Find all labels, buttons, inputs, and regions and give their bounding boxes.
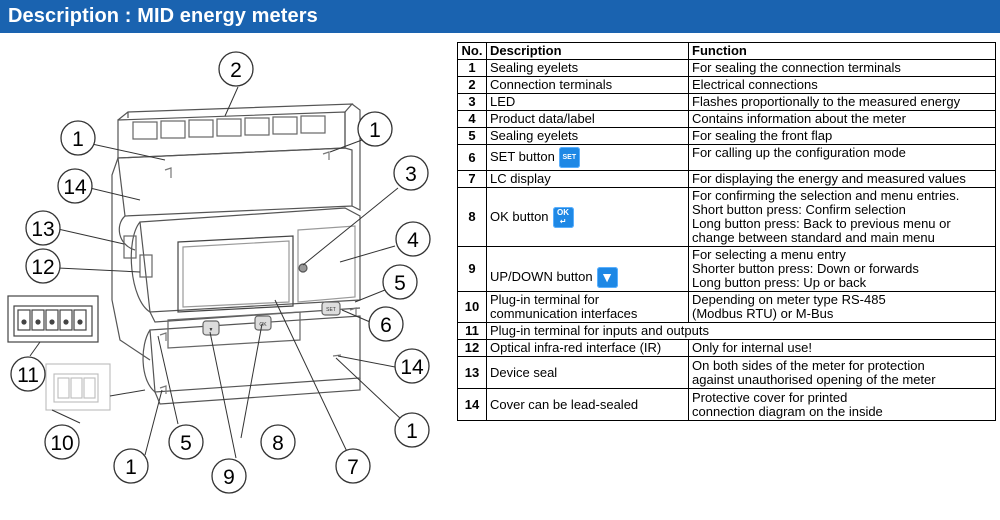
row-function: For selecting a menu entry Shorter butto…	[688, 246, 996, 292]
row-number: 13	[457, 356, 487, 389]
row-description: Connection terminals	[486, 76, 689, 94]
row-number: 3	[457, 93, 487, 111]
ok-button-icon: OK↵	[552, 206, 574, 228]
description-table: No. Description Function 1 Sealing eyele…	[457, 42, 996, 421]
row-function: For confirming the selection and menu en…	[688, 187, 996, 247]
row-number: 14	[457, 388, 487, 421]
row-function: Only for internal use!	[688, 339, 996, 357]
table-row: 14 Cover can be lead-sealed Protective c…	[457, 388, 996, 421]
column-header-no: No.	[457, 42, 487, 60]
row-number: 12	[457, 339, 487, 357]
callout-4: 4	[407, 229, 419, 252]
up-down-button-label: UP/DOWN button	[490, 268, 593, 284]
table-row: 1 Sealing eyelets For sealing the connec…	[457, 59, 996, 77]
callout-14: 14	[400, 356, 424, 379]
row-function: Contains information about the meter	[688, 110, 996, 128]
set-button-icon: SET	[558, 147, 580, 168]
callout-8: 8	[272, 432, 284, 455]
row-number: 4	[457, 110, 487, 128]
callout-7: 7	[347, 456, 359, 479]
row-number: 8	[457, 187, 487, 247]
page-title: Description : MID energy meters	[8, 5, 318, 27]
row-number: 1	[457, 59, 487, 77]
row-number: 9	[457, 246, 487, 292]
set-button-label: SET button	[490, 148, 555, 164]
callout-1: 1	[406, 420, 418, 443]
row-function: Flashes proportionally to the measured e…	[688, 93, 996, 111]
row-description: Cover can be lead-sealed	[486, 388, 689, 421]
table-row: 12 Optical infra-red interface (IR) Only…	[457, 339, 996, 357]
row-description: Plug-in terminal for inputs and outputs	[486, 322, 996, 340]
callout-12: 12	[31, 256, 54, 279]
callout-14: 14	[63, 176, 87, 199]
row-number: 10	[457, 291, 487, 323]
callout-10: 10	[50, 432, 73, 455]
row-description: LC display	[486, 170, 689, 188]
callout-1: 1	[369, 119, 381, 142]
callout-1: 1	[125, 456, 137, 479]
table-row: 3 LED Flashes proportionally to the meas…	[457, 93, 996, 111]
row-number: 5	[457, 127, 487, 145]
device-down-label: ▼	[209, 327, 214, 333]
column-header-description: Description	[486, 42, 689, 60]
row-description: Product data/label	[486, 110, 689, 128]
callout-2: 2	[230, 59, 242, 82]
row-description: UP/DOWN button▼	[486, 246, 689, 292]
callout-13: 13	[31, 218, 54, 241]
table-row: 4 Product data/label Contains informatio…	[457, 110, 996, 128]
table-row: 2 Connection terminals Electrical connec…	[457, 76, 996, 94]
row-description: Sealing eyelets	[486, 127, 689, 145]
row-function: For displaying the energy and measured v…	[688, 170, 996, 188]
table-header-row: No. Description Function	[457, 42, 996, 60]
meter-illustration: 2 1 1 14 3 13 4 12 5 6 11 14 10 5 8 1 1 …	[7, 51, 431, 494]
callout-6: 6	[380, 314, 392, 337]
table-row: 7 LC display For displaying the energy a…	[457, 170, 996, 188]
row-function: Depending on meter type RS-485 (Modbus R…	[688, 291, 996, 323]
row-number: 11	[457, 322, 487, 340]
callout-9: 9	[223, 466, 235, 489]
device-ok-label: OK	[259, 322, 267, 328]
row-description: Plug-in terminal for communication inter…	[486, 291, 689, 323]
column-header-function: Function	[688, 42, 996, 60]
callout-11: 11	[17, 364, 39, 387]
table-row: 13 Device seal On both sides of the mete…	[457, 356, 996, 389]
callout-1: 1	[72, 128, 84, 151]
row-function: For sealing the front flap	[688, 127, 996, 145]
table-row: 5 Sealing eyelets For sealing the front …	[457, 127, 996, 145]
row-description: Device seal	[486, 356, 689, 389]
callout-3: 3	[405, 163, 417, 186]
row-number: 7	[457, 170, 487, 188]
callout-5: 5	[180, 432, 192, 455]
row-description: Sealing eyelets	[486, 59, 689, 77]
row-function: Protective cover for printed connection …	[688, 388, 996, 421]
row-description: LED	[486, 93, 689, 111]
table-row: 10 Plug-in terminal for communication in…	[457, 291, 996, 323]
down-button-icon: ▼	[596, 267, 618, 288]
row-function: For sealing the connection terminals	[688, 59, 996, 77]
row-function: On both sides of the meter for protectio…	[688, 356, 996, 389]
row-function: Electrical connections	[688, 76, 996, 94]
table-row: 9 UP/DOWN button▼ For selecting a menu e…	[457, 246, 996, 292]
row-description: Optical infra-red interface (IR)	[486, 339, 689, 357]
ok-button-label: OK button	[490, 208, 549, 224]
row-number: 2	[457, 76, 487, 94]
table-row: 11 Plug-in terminal for inputs and outpu…	[457, 322, 996, 340]
row-function: For calling up the configuration mode	[688, 144, 996, 171]
row-number: 6	[457, 144, 487, 171]
callout-5: 5	[394, 272, 406, 295]
device-set-label: SET	[326, 307, 336, 313]
meter-diagram: 2 1 1 14 3 13 4 12 5 6 11 14 10 5 8 1 1 …	[0, 36, 452, 520]
page-header: Description : MID energy meters	[0, 0, 1000, 33]
